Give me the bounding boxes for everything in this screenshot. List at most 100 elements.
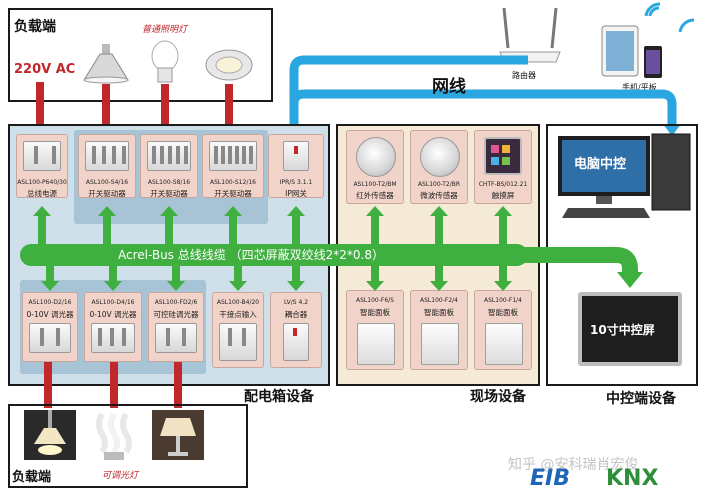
scr-dimmer: ASL100-FD2/6 可控硅调光器 (148, 292, 204, 362)
dry-contact-input: ASL100-B4/20 干接点输入 (212, 292, 264, 368)
load-wire (102, 84, 110, 134)
knx-logo: KNX (606, 466, 659, 491)
bottom-load-title: 负载端 (12, 470, 52, 485)
device-name: 触摸屏 (491, 191, 515, 200)
infrared-sensor: ASL100-T2/BM 红外传感器 (346, 130, 404, 204)
switch-driver-12: ASL100-S12/16 开关驱动器 (202, 134, 264, 198)
bottom-load-panel (8, 404, 248, 488)
bus-link-up (98, 206, 116, 244)
device-name: 可控硅调光器 (153, 310, 199, 319)
field-title: 现场设备 (470, 389, 526, 405)
device-model: ASL100-S4/16 (85, 179, 129, 186)
device-model: IPR/S 3.1.1 (279, 179, 313, 186)
device-model: ASL100-T2/BM (353, 181, 397, 188)
bus-link-up (160, 206, 178, 244)
load-wire (44, 362, 52, 408)
device-model: ASL100-D4/16 (91, 299, 135, 306)
table-lamp-icon (152, 410, 204, 460)
bus-link-down (41, 266, 59, 291)
device-name: 智能面板 (360, 308, 390, 317)
device-name: 总线电源 (27, 189, 57, 198)
device-model: LV/S 4.2 (283, 299, 309, 306)
cfl-bulb-icon (96, 412, 132, 460)
device-name: IP网关 (285, 189, 307, 198)
lamp-label-dimmable: 可调光灯 (102, 471, 139, 481)
device-name: 开关驱动器 (214, 189, 252, 198)
microwave-sensor: ASL100-T2/BR 微波传感器 (410, 130, 468, 204)
device-model: ASL100-T2/BR (417, 181, 461, 188)
load-wire (161, 84, 169, 134)
bus-link-down (366, 266, 384, 291)
device-name: 0-10V 调光器 (26, 310, 74, 319)
bus-link-up (430, 206, 448, 244)
bus-arrow (520, 247, 643, 288)
bus-link-down (494, 266, 512, 291)
pendant-lamp-icon (24, 410, 76, 460)
dimmer-0-10v-4: ASL100-D4/16 0-10V 调光器 (84, 292, 142, 362)
device-name: 红外传感器 (356, 191, 394, 200)
tablet-phone-icon (601, 2, 695, 78)
screen-label: 10寸中控屏 (590, 323, 655, 337)
router-label: 路由器 (512, 71, 536, 80)
device-name: 开关驱动器 (150, 189, 188, 198)
line-coupler: LV/S 4.2 耦合器 (270, 292, 322, 368)
bus-link-up (287, 206, 305, 244)
bulb-lamp-icon (151, 40, 179, 83)
device-name: 干接点输入 (219, 310, 257, 319)
device-model: ASL100-D2/16 (28, 299, 72, 306)
bus-link-down (430, 266, 448, 291)
downlight-lamp-icon (205, 49, 253, 81)
microwave-sensor-icon (420, 137, 460, 177)
bus-cable (20, 244, 528, 266)
voltage-label: 220V AC (14, 62, 76, 77)
mobile-label: 手机/平板 (622, 83, 657, 92)
control-screen-icon (578, 292, 682, 366)
switch-driver-4: ASL100-S4/16 开关驱动器 (78, 134, 136, 198)
pc-icon (558, 133, 691, 218)
device-name: 智能面板 (488, 308, 518, 317)
top-load-panel (8, 8, 273, 102)
network-cable (289, 55, 681, 136)
switch-driver-8: ASL100-S8/16 开关驱动器 (140, 134, 198, 198)
device-model: ASL100-F2/4 (420, 297, 458, 304)
device-model: ASL100-P640/30 (17, 179, 67, 186)
central-title: 中控端设备 (606, 391, 676, 407)
load-wire (36, 82, 44, 134)
highbay-lamp-icon (83, 44, 129, 84)
touch-screen: CHTF-BS/012.21 触摸屏 (474, 130, 532, 204)
bus-link-up (366, 206, 384, 244)
load-wire (110, 362, 118, 408)
load-wire (225, 84, 233, 134)
top-load-title: 负载端 (14, 19, 56, 35)
pc-label: 电脑中控 (574, 157, 627, 172)
two-key-panel-icon (421, 323, 459, 365)
device-model: ASL100-F6/S (356, 297, 394, 304)
ip-gateway: IPR/S 3.1.1 IP网关 (268, 134, 324, 198)
device-model: ASL100-S8/16 (147, 179, 191, 186)
cabinet-title: 配电箱设备 (244, 389, 314, 405)
bus-label: Acrel-Bus 总线线缆 （四芯屏蔽双绞线2*2*0.8） (118, 248, 384, 262)
device-name: 开关驱动器 (88, 189, 126, 198)
smart-panel-2: ASL100-F2/4 智能面板 (410, 290, 468, 370)
bus-link-down (104, 266, 122, 291)
touch-screen-icon (484, 137, 522, 175)
watermark-text: 知乎 @安科瑞肖宏俊 (508, 457, 639, 473)
dimmer-0-10v-2: ASL100-D2/16 0-10V 调光器 (22, 292, 78, 362)
bus-power-supply: ASL100-P640/30 总线电源 (16, 134, 68, 198)
pir-sensor-icon (356, 137, 396, 177)
bus-link-down (229, 266, 247, 291)
network-label: 网线 (432, 77, 466, 97)
device-name: 微波传感器 (420, 191, 458, 200)
one-key-panel-icon (485, 323, 523, 365)
smart-panel-6: ASL100-F6/S 智能面板 (346, 290, 404, 370)
device-name: 0-10V 调光器 (89, 310, 137, 319)
device-name: 耦合器 (284, 310, 308, 319)
bus-link-up (33, 206, 51, 244)
six-key-panel-icon (357, 323, 395, 365)
device-model: ASL100-FD2/6 (154, 299, 198, 306)
device-model: ASL100-S12/16 (210, 179, 256, 186)
device-model: ASL100-F1/4 (484, 297, 522, 304)
bus-link-up (494, 206, 512, 244)
eib-logo: EIB (530, 466, 570, 491)
device-model: CHTF-BS/012.21 (478, 181, 528, 188)
